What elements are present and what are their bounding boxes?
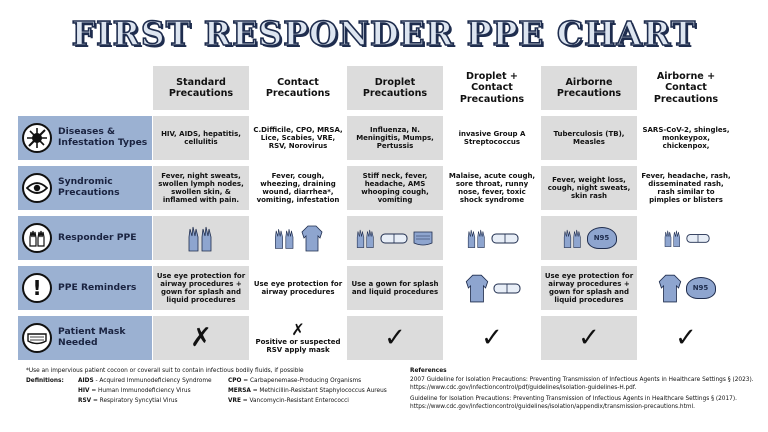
n95-mask-icon: N95 (586, 227, 617, 249)
row-header-mask: Patient Mask Needed (18, 316, 152, 360)
syndromic-contact: Fever, cough, wheezing, draining wound, … (256, 171, 340, 205)
check-mark: ✓ (578, 323, 600, 353)
diseases-standard: HIV, AIDS, hepatitis, cellulitis (153, 116, 249, 160)
row-label-reminders: PPE Reminders (58, 281, 137, 293)
goggles-icon (685, 234, 710, 243)
definitions-label: Definitions: (26, 378, 64, 384)
reminders-airborne: Use eye protection for airway procedures… (541, 266, 637, 310)
references-title: References (410, 368, 447, 374)
gloves-icon (356, 229, 374, 248)
row-header-syndromic: Syndromic Precautions (18, 166, 152, 210)
mask-contact-note: Positive or suspected RSV apply mask (255, 337, 341, 354)
check-mark: ✓ (481, 323, 503, 353)
n95-label: N95 (593, 233, 610, 242)
eye-icon (22, 173, 52, 203)
exclamation-icon: ! (22, 273, 52, 303)
definition-item: CPO = Carbapenemase-Producing Organisms (228, 378, 362, 384)
ppe-contact (250, 216, 346, 260)
gloves-icon (274, 229, 293, 249)
definition-item: HIV = Human Immunodeficiency Virus (78, 388, 191, 394)
mask-droplet-contact: ✓ (444, 316, 540, 360)
reference-item: Guideline for Isolation Precautions: Pre… (410, 396, 737, 411)
definitions: Definitions: AIDS - Acquired Immunodefic… (26, 378, 408, 404)
col-header-contact: Contact Precautions (265, 76, 331, 99)
gloves-icon (188, 226, 212, 252)
ppe-airborne-contact (638, 216, 734, 260)
col-header-airborne-contact: Airborne + Contact Precautions (653, 71, 719, 105)
gloves-icon (467, 229, 485, 248)
n95-mask-icon: N95 (685, 277, 716, 299)
footnote: *Use an impervious patient cocoon or cov… (26, 368, 304, 374)
gown-icon (301, 225, 322, 252)
virus-icon (22, 123, 52, 153)
diseases-droplet: Influenza, N. Meningitis, Mumps, Pertuss… (347, 116, 443, 160)
surgical-mask-icon (413, 231, 433, 246)
row-label-mask: Patient Mask Needed (58, 326, 126, 348)
n95-label: N95 (692, 283, 709, 292)
gown-icon (465, 274, 488, 303)
syndromic-droplet: Stiff neck, fever, headache, AMS whoopin… (347, 166, 443, 210)
diseases-contact: C.Difficile, CPO, MRSA, Lice, Scabies, V… (253, 125, 343, 151)
patient-mask-icon (22, 323, 52, 353)
no-mark: ✗ (190, 323, 212, 353)
row-header-diseases: Diseases & Infestation Types (18, 116, 152, 160)
row-label-ppe: Responder PPE (58, 231, 137, 243)
reminders-droplet-contact (444, 266, 540, 310)
no-mark: ✗ (291, 319, 305, 339)
gloves-icon (664, 230, 680, 247)
diseases-droplet-contact: invasive Group A Streptococcus (458, 129, 526, 146)
definition-item: RSV = Respiratory Syncytial Virus (78, 398, 178, 404)
definition-item: MERSA = Methicillin-Resistant Staphyloco… (228, 388, 387, 394)
col-header-airborne: Airborne Precautions (541, 66, 637, 110)
mask-contact: ✗ Positive or suspected RSV apply mask (250, 316, 346, 360)
ppe-standard (153, 216, 249, 260)
row-header-ppe: Responder PPE (18, 216, 152, 260)
ppe-droplet-contact (444, 216, 540, 260)
col-header-droplet: Droplet Precautions (347, 66, 443, 110)
gloves-icon (563, 229, 581, 248)
row-label-diseases: Diseases & Infestation Types (58, 126, 148, 148)
row-label-syndromic: Syndromic Precautions (58, 176, 120, 198)
syndromic-standard: Fever, night sweats, swollen lymph nodes… (153, 166, 249, 210)
mask-standard: ✗ (153, 316, 249, 360)
col-header-standard: Standard Precautions (153, 66, 249, 110)
check-mark: ✓ (675, 323, 697, 353)
reminders-droplet: Use a gown for splash and liquid procedu… (347, 266, 443, 310)
mask-airborne: ✓ (541, 316, 637, 360)
goggles-icon (493, 283, 520, 294)
diseases-airborne-contact: SARS-CoV-2, shingles, monkeypox, chicken… (642, 125, 730, 151)
reminders-contact-text: Use eye protection for airway procedures (253, 279, 343, 296)
goggles-icon (491, 233, 518, 244)
row-header-reminders: ! PPE Reminders (18, 266, 152, 310)
goggles-icon (380, 233, 408, 244)
footer-notes: *Use an impervious patient cocoon or cov… (26, 368, 408, 404)
reminders-contact: Use eye protection for airway procedures (250, 266, 346, 310)
reference-item: 2007 Guideline for Isolation Precautions… (410, 376, 754, 391)
mask-airborne-contact: ✓ (638, 316, 734, 360)
gloves-icon (22, 223, 52, 253)
syndromic-airborne-contact: Fever, headache, rash, disseminated rash… (641, 171, 731, 205)
check-mark: ✓ (384, 323, 406, 353)
definition-item: AIDS - Acquired Immunodeficiency Syndrom… (78, 378, 212, 384)
ppe-chart-table: Standard Precautions Contact Precautions… (18, 66, 734, 360)
syndromic-droplet-contact: Malaise, acute cough, sore throat, runny… (448, 171, 536, 205)
definition-item: VRE = Vancomycin-Resistant Enterococci (228, 398, 349, 404)
references: References 2007 Guideline for Isolation … (410, 368, 760, 416)
col-header-droplet-contact: Droplet + Contact Precautions (459, 71, 525, 105)
mask-droplet: ✓ (347, 316, 443, 360)
ppe-airborne: N95 (541, 216, 637, 260)
reminders-airborne-contact: N95 (638, 266, 734, 310)
diseases-airborne: Tuberculosis (TB), Measles (541, 116, 637, 160)
corner-empty (18, 66, 152, 110)
page-title: FIRST RESPONDER PPE CHART (71, 13, 697, 54)
syndromic-airborne: Fever, weight loss, cough, night sweats,… (541, 166, 637, 210)
ppe-droplet (347, 216, 443, 260)
gown-icon (658, 274, 681, 303)
reminders-standard: Use eye protection for airway procedures… (153, 266, 249, 310)
